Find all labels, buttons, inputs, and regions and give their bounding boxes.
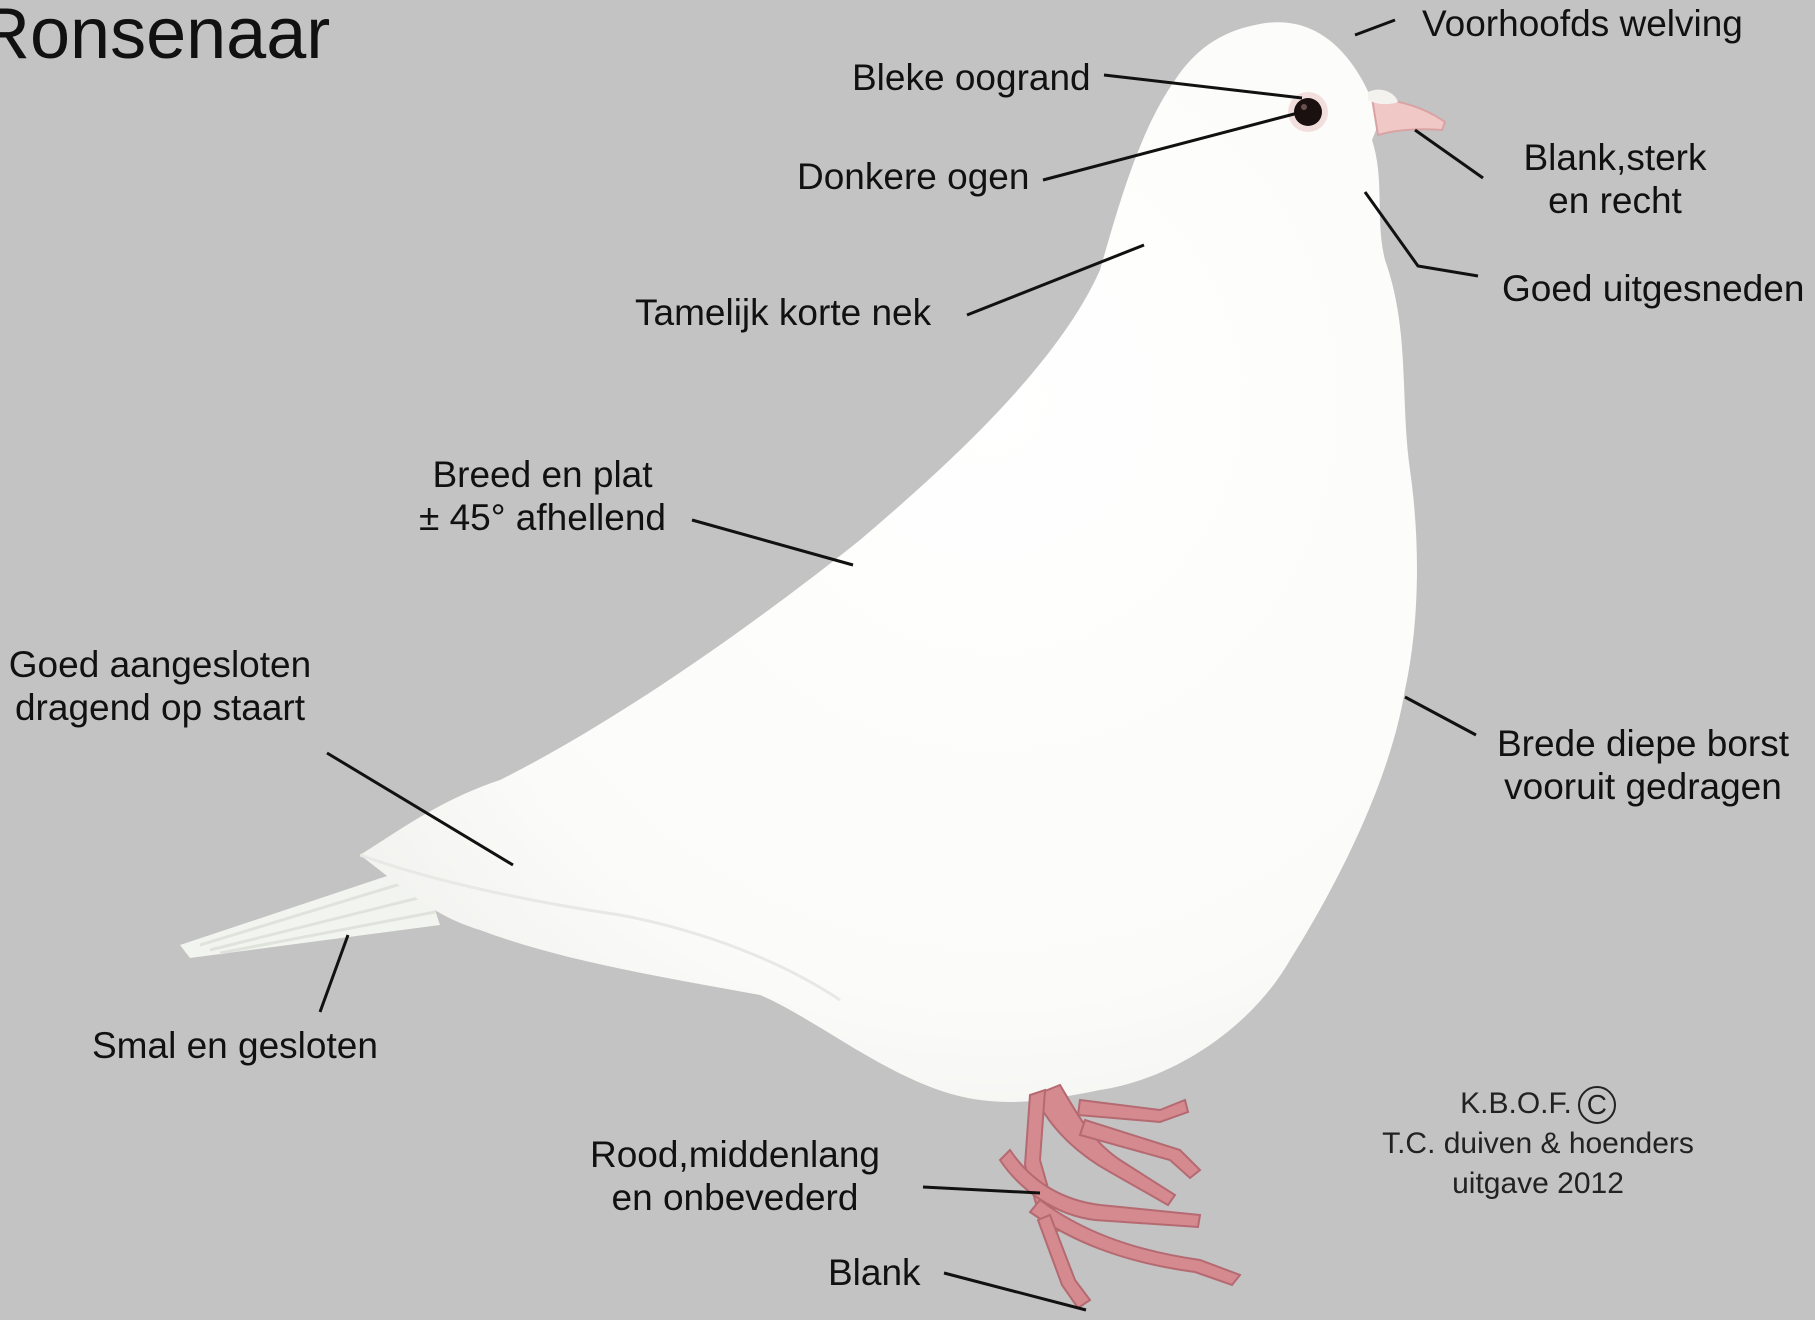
credit-org: K.B.O.F. bbox=[1460, 1087, 1572, 1120]
label-eye-ring-line1: Bleke oogrand bbox=[852, 56, 1091, 99]
label-breast: Brede diepe borst vooruit gedragen bbox=[1488, 722, 1798, 808]
label-breast-line1: Brede diepe borst bbox=[1488, 722, 1798, 765]
diagram-title: Ronsenaar bbox=[0, 0, 330, 74]
label-neck: Tamelijk korte nek bbox=[635, 291, 931, 334]
credit-block: K.B.O.F.C T.C. duiven & hoenders uitgave… bbox=[1368, 1084, 1708, 1204]
label-beak-line2: en recht bbox=[1500, 179, 1730, 222]
credit-org-line: K.B.O.F.C bbox=[1368, 1084, 1708, 1124]
label-tail: Smal en gesloten bbox=[92, 1024, 378, 1067]
label-neck-line1: Tamelijk korte nek bbox=[635, 291, 931, 334]
copyright-icon: C bbox=[1578, 1086, 1616, 1124]
eye-highlight bbox=[1301, 104, 1307, 110]
label-forehead: Voorhoofds welving bbox=[1422, 2, 1743, 45]
label-eye-ring: Bleke oogrand bbox=[852, 56, 1091, 99]
label-beak: Blank,sterk en recht bbox=[1500, 136, 1730, 222]
label-eyes: Donkere ogen bbox=[797, 155, 1029, 198]
label-wings-line2: dragend op staart bbox=[5, 686, 315, 729]
label-forehead-line1: Voorhoofds welving bbox=[1422, 2, 1743, 45]
label-legs-line1: Rood,middenlang bbox=[585, 1133, 885, 1176]
leader-forehead bbox=[1355, 20, 1395, 35]
label-legs: Rood,middenlang en onbevederd bbox=[585, 1133, 885, 1219]
label-throat: Goed uitgesneden bbox=[1502, 267, 1804, 310]
pigeon-eye bbox=[1294, 98, 1322, 126]
label-back-line2: ± 45° afhellend bbox=[405, 496, 680, 539]
label-breast-line2: vooruit gedragen bbox=[1488, 765, 1798, 808]
label-tail-line1: Smal en gesloten bbox=[92, 1024, 378, 1067]
leader-tail bbox=[320, 935, 348, 1012]
label-wings: Goed aangesloten dragend op staart bbox=[5, 643, 315, 729]
label-back-line1: Breed en plat bbox=[405, 453, 680, 496]
label-nails: Blank bbox=[828, 1251, 921, 1294]
label-nails-line1: Blank bbox=[828, 1251, 921, 1294]
leader-breast bbox=[1405, 697, 1476, 735]
leader-legs bbox=[923, 1187, 1040, 1193]
label-wings-line1: Goed aangesloten bbox=[5, 643, 315, 686]
label-back: Breed en plat ± 45° afhellend bbox=[405, 453, 680, 539]
label-eyes-line1: Donkere ogen bbox=[797, 155, 1029, 198]
label-beak-line1: Blank,sterk bbox=[1500, 136, 1730, 179]
leader-back bbox=[692, 520, 853, 565]
leader-beak bbox=[1415, 130, 1483, 178]
credit-line2: T.C. duiven & hoenders bbox=[1368, 1124, 1708, 1164]
credit-line3: uitgave 2012 bbox=[1368, 1164, 1708, 1204]
label-legs-line2: en onbevederd bbox=[585, 1176, 885, 1219]
pigeon-feet bbox=[1000, 1085, 1240, 1308]
pigeon-cere bbox=[1368, 90, 1398, 105]
label-throat-line1: Goed uitgesneden bbox=[1502, 267, 1804, 310]
